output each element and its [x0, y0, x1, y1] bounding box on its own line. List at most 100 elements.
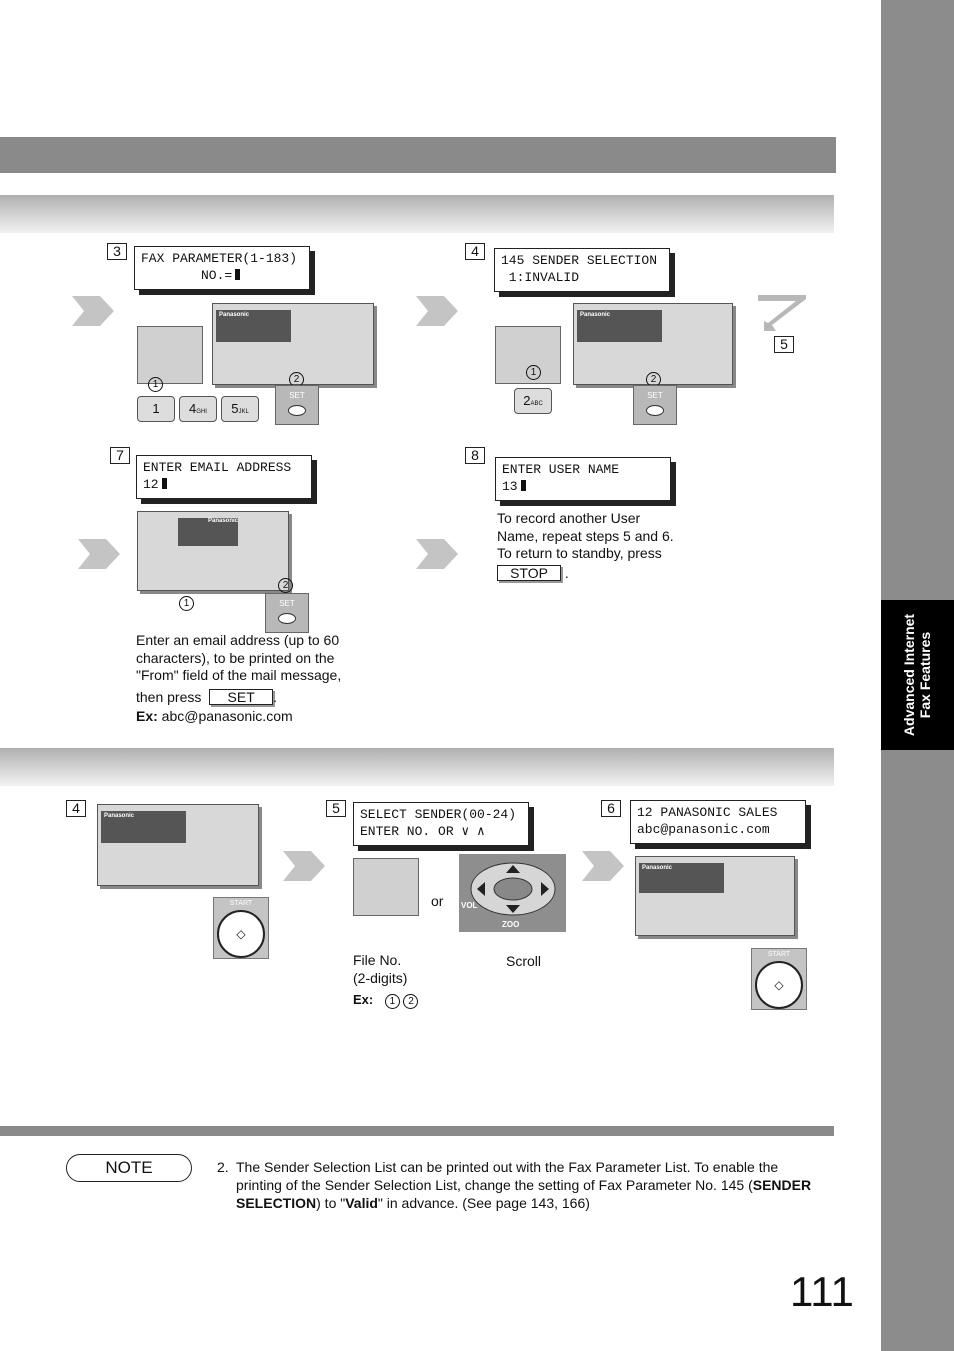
marker-1: 1: [148, 374, 163, 392]
note-number: 2.: [217, 1159, 229, 1175]
circle-number: 2: [403, 994, 419, 1009]
key-sublabel: ABC: [530, 401, 543, 407]
text-line: To record another User: [497, 510, 641, 526]
set-button[interactable]: SET: [275, 385, 319, 425]
step-arrow-icon: [582, 851, 624, 881]
step-number: 8: [465, 447, 485, 464]
lcd-line: SELECT SENDER(00-24): [360, 807, 517, 822]
key-label: 5: [231, 401, 239, 416]
circle-number: 1: [179, 596, 194, 611]
set-button[interactable]: SET: [633, 385, 677, 425]
section-tab: [881, 600, 954, 750]
stop-key-reference: STOP: [497, 564, 561, 581]
example-label: Ex:: [136, 708, 158, 724]
lcd-line: 1:INVALID: [501, 270, 580, 285]
keypad-image: [353, 858, 419, 916]
scroll-caption: Scroll: [506, 953, 542, 969]
key-1[interactable]: 1: [137, 396, 175, 422]
lcd-display: ENTER EMAIL ADDRESS 12: [136, 455, 312, 499]
step-arrow-icon: [72, 296, 114, 326]
file-no-caption: File No. (2-digits): [353, 952, 407, 987]
lcd-line: ENTER USER NAME: [502, 462, 620, 477]
lcd-line: 145 SENDER SELECTION: [501, 253, 658, 268]
keypad-image: [137, 326, 203, 384]
text-line: To return to standby, press: [497, 545, 662, 561]
step-number: 7: [110, 447, 130, 464]
key-sublabel: JKL: [238, 409, 249, 415]
cursor-icon: [235, 269, 241, 280]
start-label: START: [229, 900, 253, 907]
note-text-part: ) to ": [316, 1195, 346, 1211]
direction-pad-icon: [470, 862, 556, 916]
set-key-icon: [646, 405, 664, 416]
circle-number: 1: [384, 994, 400, 1009]
note-text: The Sender Selection List can be printed…: [236, 1158, 836, 1212]
or-text: or: [431, 893, 444, 909]
set-key-icon: [278, 613, 296, 624]
lcd-line: FAX PARAMETER(1-183): [141, 251, 298, 266]
step-number: 4: [465, 243, 485, 260]
set-button[interactable]: SET: [265, 593, 309, 633]
marker-2: 2: [278, 575, 293, 593]
step-arrow-icon: [416, 296, 458, 326]
step-number: 5: [326, 800, 346, 817]
control-panel-image: Panasonic: [97, 804, 259, 886]
note-text-bold: SENDER: [752, 1177, 812, 1193]
control-panel-image: Panasonic: [635, 856, 795, 936]
step-number: 4: [66, 800, 86, 817]
footer-band: [0, 1126, 834, 1136]
brand-logo: Panasonic: [219, 312, 250, 318]
note-text-part: printing of the Sender Selection List, c…: [236, 1177, 753, 1193]
lcd-display: SELECT SENDER(00-24) ENTER NO. OR ∨ ∧: [353, 802, 529, 846]
start-icon: ◇: [755, 961, 803, 1009]
key-4[interactable]: 4GHI: [179, 396, 217, 422]
key-2[interactable]: 2ABC: [514, 388, 552, 414]
note-text-part: " in advance. (See page 143, 166): [377, 1195, 590, 1211]
brand-logo: Panasonic: [208, 518, 239, 524]
set-label: SET: [289, 391, 305, 400]
section-band-bottom: [0, 748, 834, 786]
section-tab-line1: Advanced Internet: [901, 613, 918, 737]
zoom-label: ZOO: [502, 920, 520, 929]
set-label: SET: [279, 599, 295, 608]
start-label: START: [767, 951, 791, 958]
page-number: 111: [790, 1268, 854, 1315]
marker-1: 1: [179, 593, 194, 611]
set-label: SET: [647, 391, 663, 400]
example-label: Ex:: [353, 992, 374, 1007]
text-line: (2-digits): [353, 969, 408, 986]
start-button[interactable]: START◇: [213, 897, 269, 959]
step7-instructions: Enter an email address (up to 60 charact…: [136, 632, 376, 726]
panel-display: [101, 811, 186, 843]
note-label: NOTE: [66, 1154, 192, 1182]
step-number: 3: [107, 243, 127, 260]
step-arrow-icon: [78, 539, 120, 569]
key-sublabel: GHI: [196, 409, 207, 415]
lcd-display: 12 PANASONIC SALES abc@panasonic.com: [630, 800, 806, 844]
step-number: 6: [601, 800, 621, 817]
panel-display: [577, 310, 662, 342]
circle-number: 1: [526, 365, 541, 380]
jump-arrow-icon: [758, 295, 806, 331]
start-button[interactable]: START ◇: [751, 948, 807, 1010]
lcd-line: abc@panasonic.com: [637, 822, 770, 837]
lcd-line: ENTER EMAIL ADDRESS: [143, 460, 292, 475]
key-label: 1: [152, 401, 160, 416]
set-key-reference: SET: [209, 688, 274, 705]
lcd-line: 13: [502, 479, 518, 494]
key-label: 2: [523, 393, 531, 408]
example-2: Ex: 1 2: [353, 992, 419, 1009]
marker-1: 1: [526, 362, 541, 380]
key-label: 4: [189, 401, 197, 416]
cursor-icon: [161, 478, 167, 489]
brand-logo: Panasonic: [104, 813, 135, 819]
lcd-display: FAX PARAMETER(1-183) NO.=: [134, 246, 310, 290]
lcd-line: NO.=: [201, 268, 233, 283]
text-line: Enter an email address (up to 60: [136, 632, 340, 648]
cursor-icon: [520, 480, 526, 491]
control-panel-image: Panasonic: [573, 303, 733, 385]
control-panel-image: Panasonic: [212, 303, 374, 385]
panel-display: [178, 518, 238, 546]
key-5[interactable]: 5JKL: [221, 396, 259, 422]
